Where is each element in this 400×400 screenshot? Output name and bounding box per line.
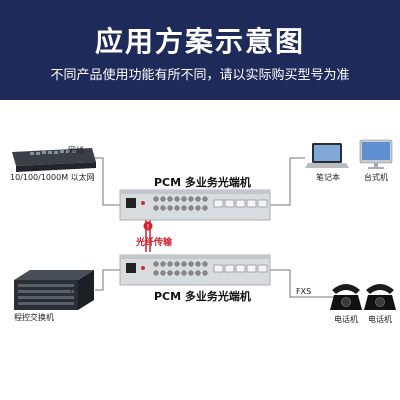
desktop-label: 台式机 xyxy=(364,173,388,182)
laptop-label: 笔记本 xyxy=(316,173,340,182)
phone-link-line xyxy=(270,269,340,298)
connection-lines xyxy=(95,157,340,298)
phone2-label: 电话机 xyxy=(368,315,392,324)
power-switch-icon xyxy=(126,263,136,273)
bottom-unit-label: PCM 多业务光端机 xyxy=(154,290,251,303)
switch-link-line xyxy=(95,157,120,206)
header-banner: 应用方案示意图 不同产品使用功能有所不同，请以实际购买型号为准 xyxy=(0,0,400,100)
phone1-label: 电话机 xyxy=(334,315,358,324)
switch-label: 10/100/1000M 以太网 xyxy=(10,173,95,182)
top-unit-label: PCM 多业务光端机 xyxy=(154,176,251,189)
page-subtitle: 不同产品使用功能有所不同，请以实际购买型号为准 xyxy=(50,68,350,83)
page-title: 应用方案示意图 xyxy=(94,25,305,58)
fiber-link: ! xyxy=(143,218,153,252)
pcm-unit-top xyxy=(119,189,271,221)
fiber-label: 光纤传输 xyxy=(136,238,173,248)
pbx-link-line xyxy=(95,269,120,291)
laptop-icon xyxy=(305,143,349,168)
telephone-icon xyxy=(330,284,362,310)
power-switch-icon xyxy=(126,198,136,208)
switch-cable-caption: 网线 xyxy=(68,146,84,155)
phones-caption: FXS xyxy=(296,287,312,296)
pcm-unit-bottom xyxy=(119,254,271,286)
computer-link-line xyxy=(270,157,305,206)
svg-text:!: ! xyxy=(147,223,150,231)
network-switch-icon xyxy=(12,148,96,172)
pbx-icon xyxy=(14,270,94,310)
pbx-label: 程控交换机 xyxy=(14,313,54,322)
telephone-icon xyxy=(364,284,396,310)
fiber-warning-icon xyxy=(143,221,153,231)
pbx-caption: FXO xyxy=(70,286,86,295)
desktop-icon xyxy=(359,139,393,169)
